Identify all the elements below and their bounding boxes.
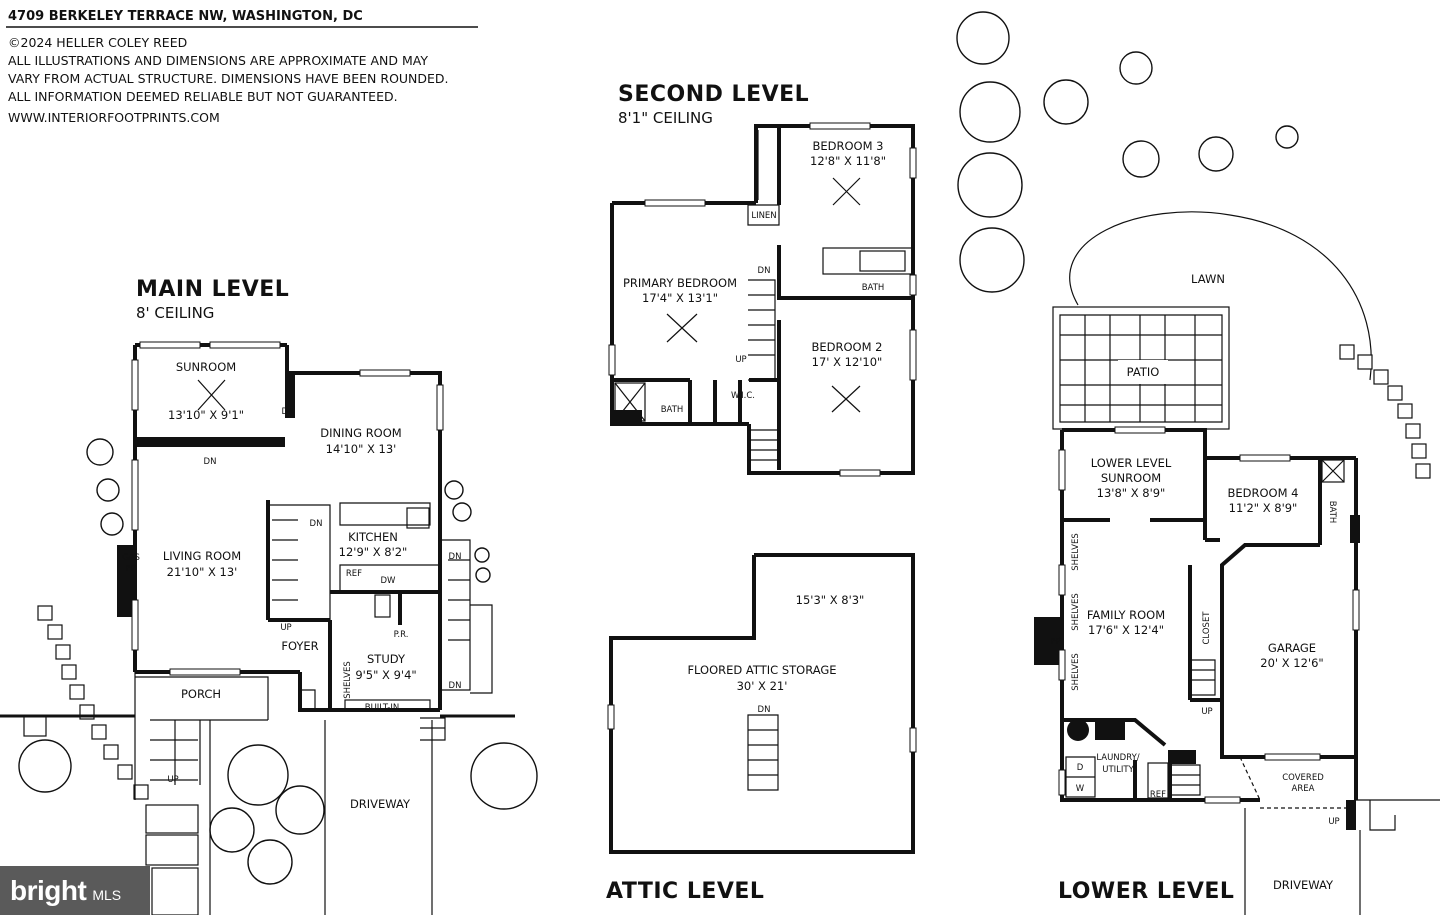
washer-label: W (1076, 784, 1085, 794)
bedroom-4-dim: 11'2" X 8'9" (1229, 501, 1298, 515)
dishwasher-label: DW (381, 576, 397, 586)
bedroom-3-dim: 12'8" X 11'8" (810, 154, 886, 168)
closet-label: CLOSET (1202, 611, 1212, 645)
attic-level-plan: 15'3" X 8'3" FLOORED ATTIC STORAGE 30' X… (606, 553, 917, 904)
shelves-label-2: SHELVES (1071, 593, 1081, 631)
main-level-title: MAIN LEVEL (136, 277, 289, 302)
main-sunroom-label: SUNROOM (176, 360, 236, 374)
gas-label: GAS (122, 553, 140, 563)
primary-bedroom-dim: 17'4" X 13'1" (642, 291, 718, 305)
attic-dn-label: DN (758, 705, 771, 715)
lower-bath-label: BATH (1327, 501, 1337, 524)
second-level-plan: SECOND LEVEL 8'1" CEILING BEDROOM 3 12'8… (608, 82, 917, 477)
foyer-label: FOYER (281, 639, 318, 653)
disclaimer-line-3: ALL INFORMATION DEEMED RELIABLE BUT NOT … (8, 89, 398, 104)
study-dim: 9'5" X 9'4" (355, 668, 416, 682)
laundry-label-2: UTILITY (1102, 765, 1134, 775)
shelves-label-3: SHELVES (1071, 653, 1081, 691)
attic-level-title: ATTIC LEVEL (606, 879, 764, 904)
family-room-dim: 17'6" X 12'4" (1088, 623, 1164, 637)
header-block: 4709 BERKELEY TERRACE NW, WASHINGTON, DC… (6, 9, 478, 125)
primary-bedroom-label: PRIMARY BEDROOM (623, 276, 737, 290)
lower-driveway-label: DRIVEWAY (1273, 878, 1334, 892)
tree-icon (956, 11, 1299, 293)
main-level-ceiling: 8' CEILING (136, 304, 214, 322)
dn-label-2: DN (204, 457, 217, 467)
dining-room-label: DINING ROOM (320, 426, 401, 440)
shelves-label-1: SHELVES (1071, 533, 1081, 571)
watermark-suffix: MLS (92, 886, 122, 903)
study-label: STUDY (367, 652, 406, 666)
living-room-dim: 21'10" X 13' (167, 565, 238, 579)
garage-dim: 20' X 12'6" (1260, 656, 1323, 670)
garage-label: GARAGE (1268, 641, 1316, 655)
bath-label-2: BATH (862, 283, 885, 293)
bedroom-4-label: BEDROOM 4 (1228, 486, 1299, 500)
living-room-label: LIVING ROOM (163, 549, 241, 563)
shelves-label: SHELVES (343, 661, 353, 699)
lower-up-label-2: UP (1328, 817, 1339, 827)
main-sunroom-dim: 13'10" X 9'1" (168, 408, 244, 422)
lower-sunroom-label-2: SUNROOM (1101, 471, 1161, 485)
property-address: 4709 BERKELEY TERRACE NW, WASHINGTON, DC (8, 9, 363, 24)
dn-label-3: DN (310, 519, 323, 529)
wic-label: W.I.C. (731, 391, 755, 401)
dn-label-5: DN (449, 681, 462, 691)
porch-label: PORCH (181, 687, 221, 701)
bedroom-2-label: BEDROOM 2 (812, 340, 883, 354)
fireplace-label: FP (126, 564, 136, 574)
second-up-label: UP (735, 355, 746, 365)
covered-area-label-1: COVERED (1282, 773, 1324, 783)
dryer-label: D (1077, 763, 1084, 773)
built-in-label: BUILT-IN (365, 703, 399, 713)
ceiling-fan-icon (666, 177, 861, 413)
attic-upper-dim: 15'3" X 8'3" (796, 593, 865, 607)
lower-level-title: LOWER LEVEL (1058, 879, 1234, 904)
kitchen-label: KITCHEN (348, 530, 398, 544)
stone-path (23, 605, 199, 915)
lawn-label: LAWN (1191, 272, 1225, 286)
second-level-ceiling: 8'1" CEILING (618, 109, 713, 127)
bedroom-3-label: BEDROOM 3 (813, 139, 884, 153)
up-label-2: UP (167, 775, 178, 785)
kitchen-dim: 12'9" X 8'2" (339, 545, 408, 559)
dn-label-1: DN (282, 407, 295, 417)
main-level-plan: MAIN LEVEL 8' CEILING (0, 277, 538, 915)
laundry-label-1: LAUNDRY/ (1096, 753, 1139, 763)
disclaimer-line-2: VARY FROM ACTUAL STRUCTURE. DIMENSIONS H… (8, 71, 449, 86)
attic-storage-dim: 30' X 21' (737, 679, 788, 693)
ref-label: REF (346, 569, 362, 579)
watermark-brand: bright (10, 874, 87, 906)
covered-area-label-2: AREA (1292, 784, 1315, 794)
second-dn-label: DN (758, 266, 771, 276)
disclaimer-line-1: ALL ILLUSTRATIONS AND DIMENSIONS ARE APP… (8, 53, 428, 68)
lower-fireplace-label: FP (1051, 637, 1061, 647)
lower-up-label-1: UP (1201, 707, 1212, 717)
stone-path (1339, 344, 1431, 479)
attic-storage-label: FLOORED ATTIC STORAGE (687, 663, 836, 677)
lower-level-plan: LAWN PATIO (956, 11, 1440, 915)
up-label-1: UP (280, 623, 291, 633)
lower-sunroom-label-1: LOWER LEVEL (1091, 456, 1172, 470)
bright-mls-watermark: bright MLS (0, 866, 150, 915)
bath-label-1: BATH (661, 405, 684, 415)
website-text: WWW.INTERIORFOOTPRINTS.COM (8, 110, 220, 125)
tree-icon (18, 438, 538, 885)
patio-label: PATIO (1127, 365, 1160, 379)
dn-label-4: DN (449, 552, 462, 562)
lower-sunroom-dim: 13'8" X 8'9" (1097, 486, 1166, 500)
main-driveway-label: DRIVEWAY (350, 797, 411, 811)
bedroom-2-dim: 17' X 12'10" (812, 355, 883, 369)
powder-room-label: P.R. (394, 630, 409, 640)
copyright-text: ©2024 HELLER COLEY REED (8, 35, 187, 50)
dining-room-dim: 14'10" X 13' (326, 442, 397, 456)
second-level-title: SECOND LEVEL (618, 82, 809, 107)
ceiling-fan-icon (197, 379, 226, 411)
lower-ref-label: REF (1150, 790, 1166, 800)
family-room-label: FAMILY ROOM (1087, 608, 1165, 622)
linen-label: LINEN (751, 211, 776, 221)
